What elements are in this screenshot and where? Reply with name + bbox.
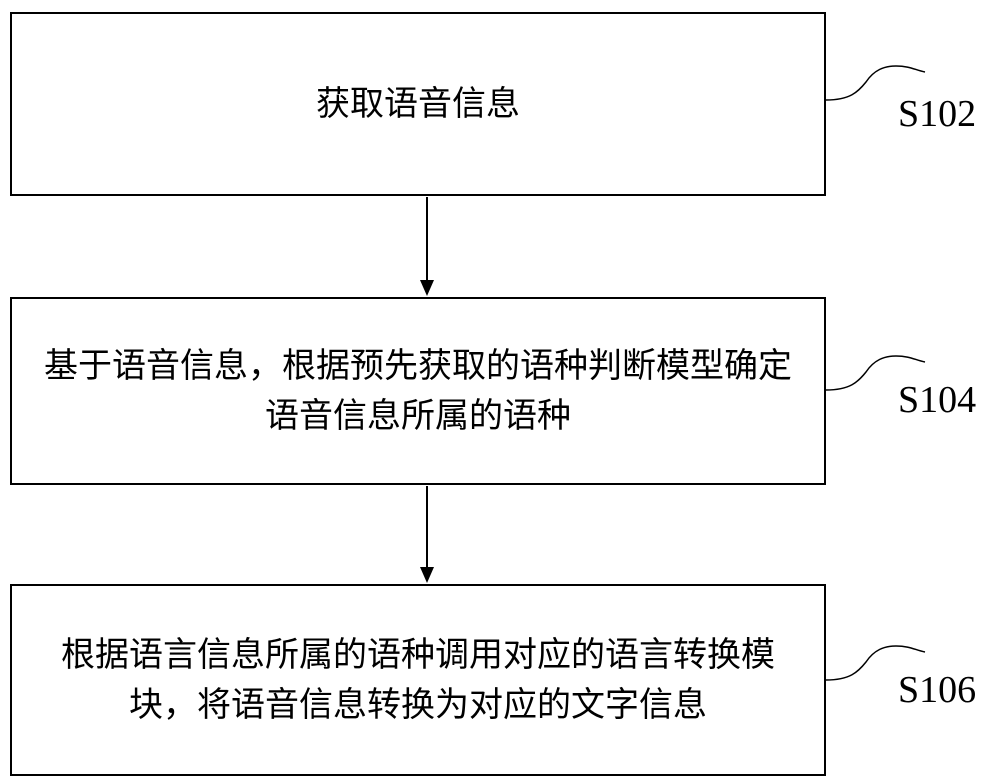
step-label-s102: S102 [898, 93, 977, 135]
step-label-s106: S106 [898, 669, 977, 711]
step-text-s102: 获取语音信息 [316, 84, 520, 124]
step-label-s104: S104 [898, 379, 977, 421]
step-box-s104: 基于语音信息，根据预先获取的语种判断模型确定语音信息所属的语种 [10, 297, 826, 485]
arrow-s102-to-s104 [420, 197, 434, 296]
arrow-s104-to-s106 [420, 486, 434, 583]
step-box-s102: 获取语音信息 [10, 12, 826, 196]
step-text-s106: 根据语言信息所属的语种调用对应的语言转换模块，将语音信息转换为对应的文字信息 [61, 635, 775, 725]
step-text-s104: 基于语音信息，根据预先获取的语种判断模型确定语音信息所属的语种 [44, 346, 792, 436]
step-box-s106: 根据语言信息所属的语种调用对应的语言转换模块，将语音信息转换为对应的文字信息 [10, 584, 826, 776]
